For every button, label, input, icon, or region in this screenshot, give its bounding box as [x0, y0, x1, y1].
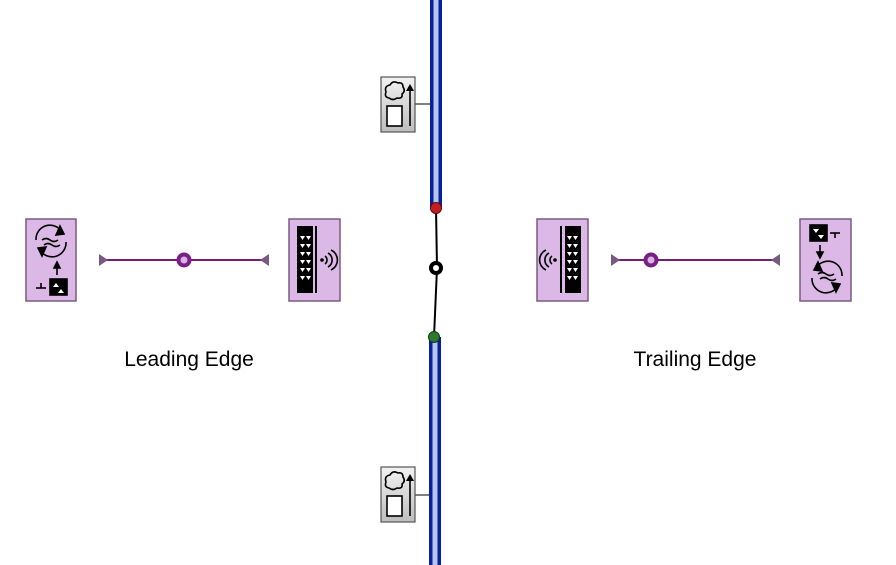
center-node[interactable] — [429, 261, 443, 275]
trailing-wave-block[interactable] — [799, 218, 852, 302]
top-shaft — [430, 0, 442, 207]
bottom-pump-block[interactable] — [380, 466, 429, 523]
leading-link — [99, 252, 269, 268]
pump-up-icon — [384, 81, 414, 127]
leading-sheet-block[interactable] — [288, 218, 341, 302]
green-port-node[interactable] — [428, 331, 440, 343]
trailing-sheet-block[interactable] — [536, 218, 589, 302]
pump-up-icon — [384, 471, 414, 517]
trailing-link — [611, 252, 780, 268]
trailing-edge-label: Trailing Edge — [633, 348, 757, 371]
bottom-shaft — [429, 337, 441, 565]
signal-sheet-bolt-icon — [538, 226, 581, 293]
wave-cycle-icon — [35, 224, 68, 296]
leading-edge-label: Leading Edge — [124, 348, 254, 371]
leading-wave-block[interactable] — [25, 218, 77, 302]
red-port-node[interactable] — [430, 202, 442, 214]
top-pump-block[interactable] — [380, 76, 430, 133]
bolt-sheet-signal-icon — [297, 226, 339, 293]
wave-cycle-down-icon — [809, 224, 843, 294]
